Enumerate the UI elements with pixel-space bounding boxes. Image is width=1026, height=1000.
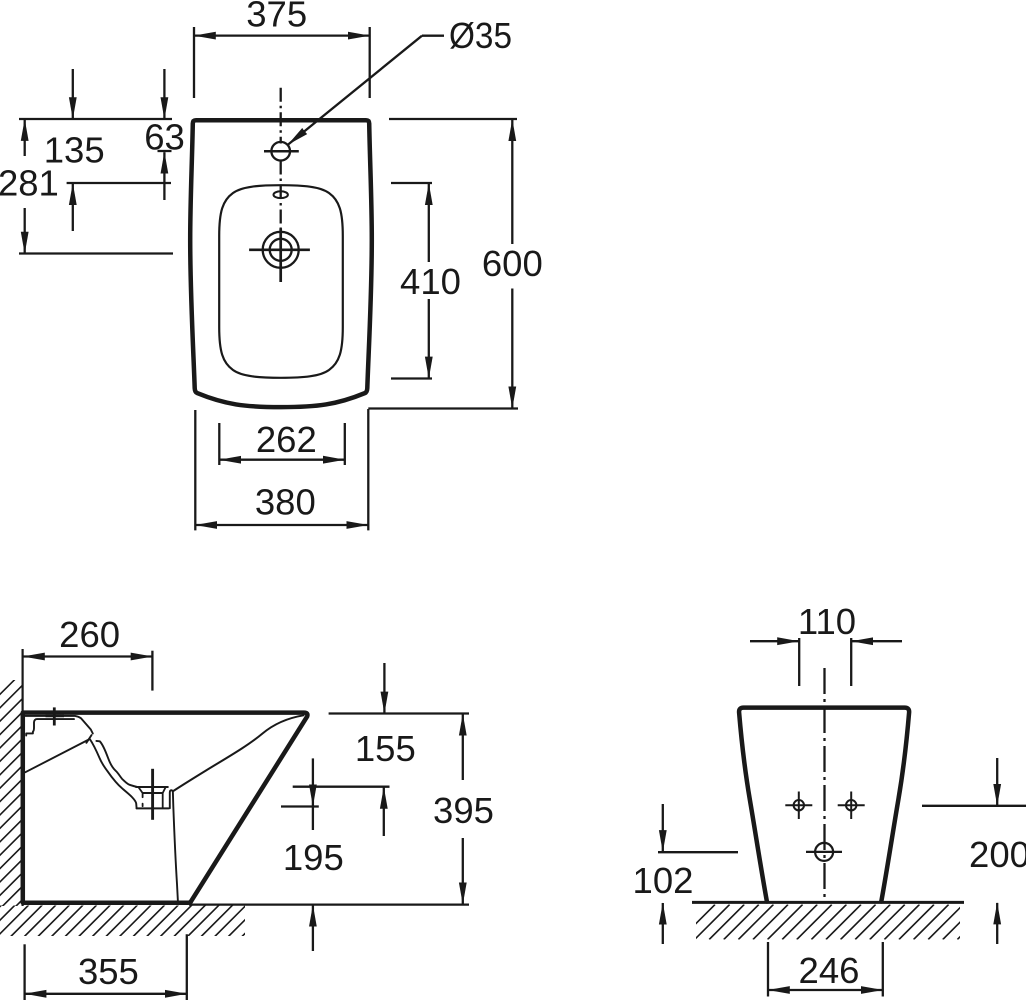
svg-text:262: 262 [256,419,317,460]
svg-text:155: 155 [355,728,416,769]
svg-text:260: 260 [59,614,120,655]
svg-text:395: 395 [433,790,494,831]
svg-text:110: 110 [798,601,856,642]
svg-text:195: 195 [283,837,344,878]
svg-text:355: 355 [78,951,139,992]
svg-text:600: 600 [482,243,543,284]
svg-text:246: 246 [799,950,860,991]
svg-text:281: 281 [0,163,59,204]
svg-text:410: 410 [400,261,461,302]
svg-text:Ø35: Ø35 [449,15,512,56]
svg-text:102: 102 [633,860,694,901]
svg-text:200: 200 [969,834,1026,875]
svg-text:135: 135 [44,130,105,171]
svg-text:380: 380 [255,482,316,523]
svg-text:375: 375 [246,0,307,34]
